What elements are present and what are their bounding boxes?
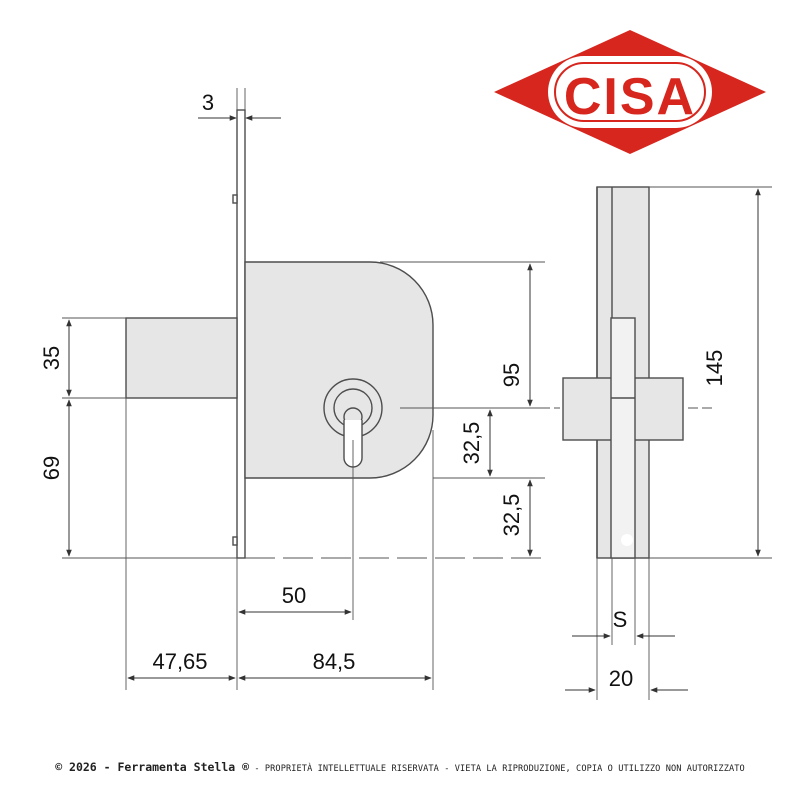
dimension-labels: 3 35 69 95 32,5 32,5 50 47,65 84,5 145 S… — [39, 90, 727, 691]
dim-total-height: 145 — [702, 350, 727, 387]
dim-strip-thickness: 3 — [202, 90, 214, 115]
dim-side-width: 20 — [609, 666, 633, 691]
logo-oval — [548, 56, 712, 128]
front-extension-lines — [62, 88, 545, 690]
dim-case-width: 84,5 — [313, 649, 356, 674]
logo-text: CISA — [564, 68, 696, 126]
dim-key-offset-lower: 32,5 — [499, 494, 524, 537]
dimension-lines — [66, 115, 761, 693]
dim-key-offset-upper: 32,5 — [459, 422, 484, 465]
footer-copyright: © 2026 - Ferramenta Stella ® — [55, 760, 250, 774]
dim-backset: 50 — [282, 583, 306, 608]
face-plate — [236, 109, 246, 559]
dim-bolt-throw: 47,65 — [152, 649, 207, 674]
dim-bolt-height: 35 — [39, 346, 64, 370]
lock-case — [244, 261, 434, 479]
dim-side-s: S — [613, 607, 628, 632]
bolt — [125, 317, 238, 399]
copyright-footer: © 2026 - Ferramenta Stella ® - PROPRIETÀ… — [0, 758, 800, 776]
cisa-logo: CISA — [494, 30, 766, 154]
dim-case-top-to-center: 95 — [499, 363, 524, 387]
footer-notice: - PROPRIETÀ INTELLETTUALE RISERVATA - VI… — [249, 764, 745, 774]
dim-center-to-bottom: 69 — [39, 456, 64, 480]
side-view — [562, 186, 684, 559]
front-view — [125, 109, 434, 559]
side-extension-lines — [540, 186, 772, 700]
side-spindle-slot — [610, 317, 636, 559]
